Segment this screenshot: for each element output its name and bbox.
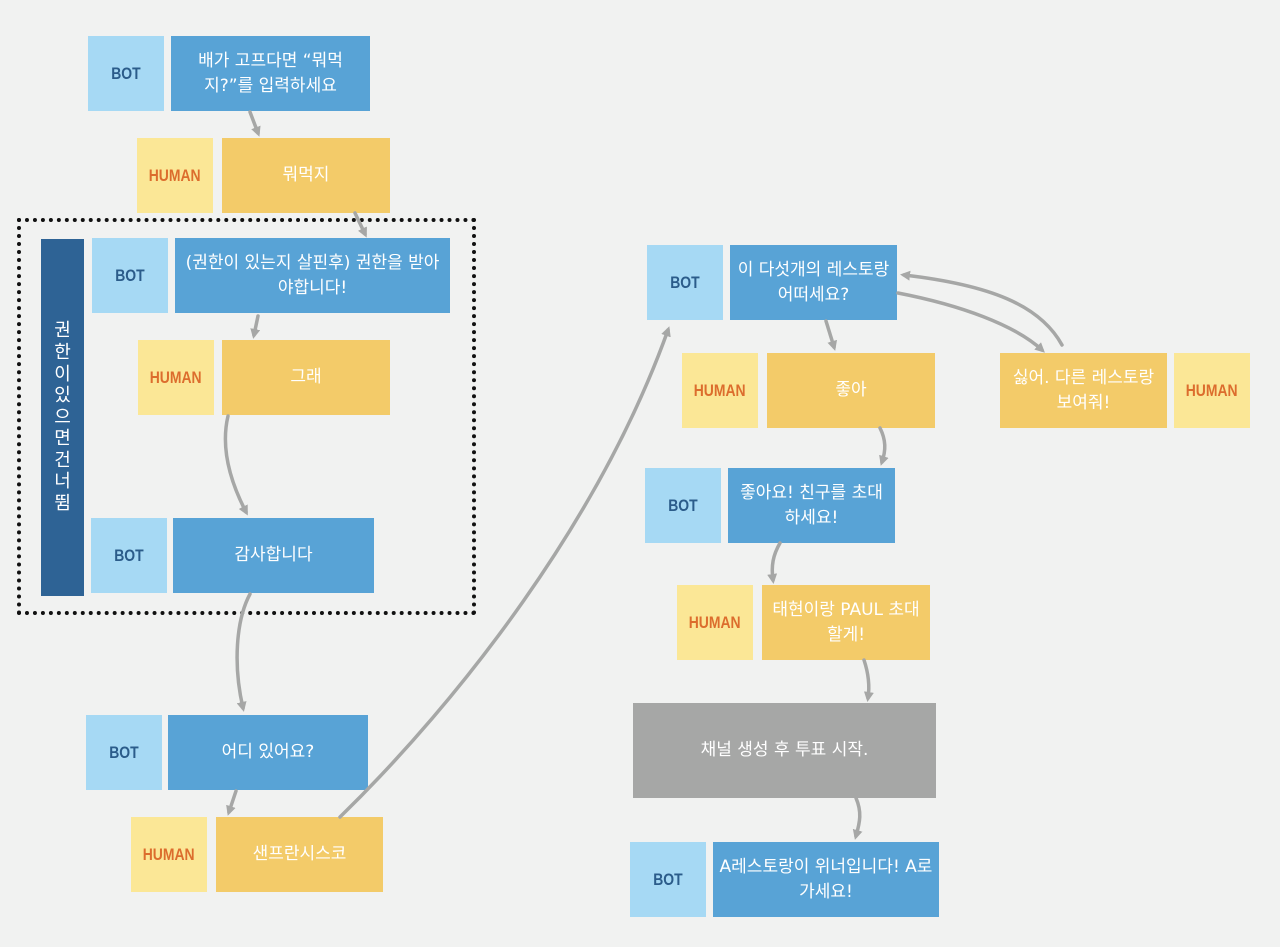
bot-message-hungry-prompt: 배가 고프다면 “뭐먹지?”를 입력하세요 <box>171 36 370 111</box>
arrow <box>235 592 252 712</box>
arrow <box>824 319 838 351</box>
human-message-no-show-others: 싫어. 다른 레스토랑 보여줘! <box>1000 353 1167 428</box>
bot-message-where: 어디 있어요? <box>168 715 368 790</box>
arrow <box>338 326 671 819</box>
sidebar-char: 건 <box>54 449 71 471</box>
bot-message-winner: A레스토랑이 위너입니다! A로 가세요! <box>713 842 939 917</box>
bot-message-thanks: 감사합니다 <box>173 518 374 593</box>
human-message-ok: 그래 <box>222 340 390 415</box>
arrow <box>223 414 248 516</box>
arrow <box>862 658 874 702</box>
sidebar-char: 너 <box>54 471 71 493</box>
human-message-yes: 좋아 <box>767 353 935 428</box>
sidebar-char: 뜀 <box>54 493 71 515</box>
bot-tag: BOT <box>645 468 721 543</box>
arrow <box>896 291 1045 353</box>
bot-message-restaurant-suggestion: 이 다섯개의 레스토랑 어떠세요? <box>730 245 897 320</box>
bot-tag: BOT <box>630 842 706 917</box>
human-tag: HUMAN <box>677 585 753 660</box>
human-tag: HUMAN <box>137 138 213 213</box>
sidebar-char: 한 <box>54 341 71 363</box>
human-tag: HUMAN <box>138 340 214 415</box>
sidebar-char: 으 <box>54 406 71 428</box>
system-step-channel-vote: 채널 생성 후 투표 시작. <box>633 703 936 798</box>
arrow <box>353 211 367 238</box>
bot-tag: BOT <box>86 715 162 790</box>
human-tag: HUMAN <box>1174 353 1250 428</box>
arrow <box>248 110 261 137</box>
human-tag: HUMAN <box>131 817 207 892</box>
permission-group-border <box>17 218 476 615</box>
human-message-location: 샌프란시스코 <box>216 817 383 892</box>
bot-message-invite-friends: 좋아요! 친구를 초대하세요! <box>728 468 895 543</box>
bot-tag: BOT <box>92 238 168 313</box>
arrow <box>852 796 863 840</box>
bot-tag: BOT <box>88 36 164 111</box>
arrow <box>900 270 1064 347</box>
arrow <box>878 426 889 466</box>
arrow <box>226 789 238 816</box>
arrow <box>250 314 261 339</box>
human-tag: HUMAN <box>682 353 758 428</box>
human-message-what-to-eat: 뭐먹지 <box>222 138 390 213</box>
bot-tag: BOT <box>91 518 167 593</box>
sidebar-char: 있 <box>54 385 71 407</box>
sidebar-char: 이 <box>54 363 71 385</box>
sidebar-char: 권 <box>54 320 71 342</box>
bot-tag: BOT <box>647 245 723 320</box>
sidebar-char: 면 <box>54 428 71 450</box>
bot-message-permission: (권한이 있는지 살핀후) 권한을 받아야합니다! <box>175 238 450 313</box>
human-message-invite-names: 태현이랑 PAUL 초대할게! <box>762 585 930 660</box>
arrow <box>767 541 782 584</box>
